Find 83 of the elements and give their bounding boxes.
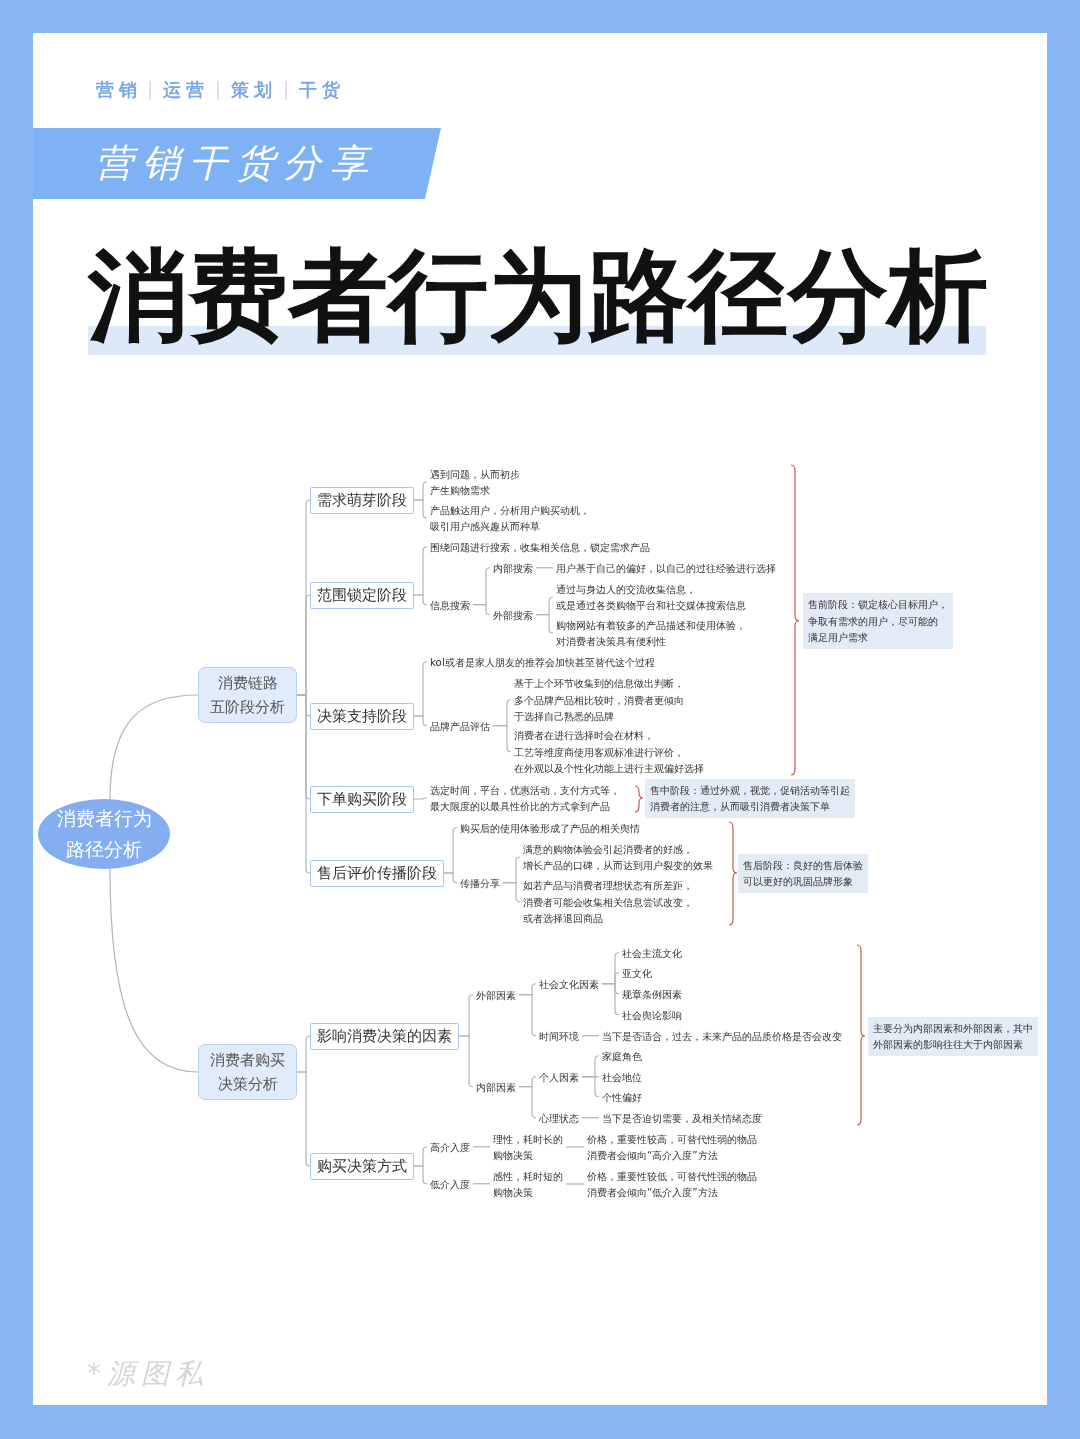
connector-line <box>535 567 554 569</box>
subtopic-text: 高介入度 <box>427 1138 473 1155</box>
subtopic-text: 时间环境 <box>536 1027 582 1044</box>
tag-text: 营销 <box>96 78 142 102</box>
connector-line <box>502 882 521 903</box>
subtopic-text: 满意的购物体验会引起消费者的好感，增长产品的口碑，从而达到用户裂变的效果 <box>520 840 716 874</box>
subtopic-text: 当下是否迫切需要，及相关情绪态度 <box>599 1109 765 1126</box>
banner: 营销干货分享 <box>33 128 441 199</box>
subtopic-text: 社会舆论影响 <box>619 1006 685 1023</box>
subtopic-text: 购物网站有着较多的产品描述和使用体验，对消费者决策具有便利性 <box>553 616 749 650</box>
subtopic-text: 价格，重要性较低，可替代性强的物品消费者会倾向“低介入度”方法 <box>584 1167 760 1201</box>
connector-line <box>472 1146 491 1148</box>
connector-line <box>472 604 491 616</box>
branch-topic: 消费链路五阶段分析 <box>198 667 297 723</box>
connector-line <box>296 1071 311 1167</box>
connector-line <box>109 694 199 801</box>
subtopic-text: 外部因素 <box>473 986 519 1003</box>
subtopic-box: 范围锁定阶段 <box>310 581 414 609</box>
tag-text: 干货 <box>299 78 345 102</box>
connector-line <box>581 1076 600 1098</box>
connector-line <box>581 1035 600 1037</box>
subtopic-text: 个性偏好 <box>599 1088 645 1105</box>
connector-line <box>492 725 512 753</box>
subtopic-text: 心理状态 <box>536 1109 582 1126</box>
subtopic-text: 感性，耗时短的购物决策 <box>490 1167 566 1201</box>
subtopic-box: 决策支持阶段 <box>310 702 414 730</box>
subtopic-text: 通过与身边人的交流收集信息，或是通过各类购物平台和社交媒体搜索信息 <box>553 580 749 614</box>
subtopic-text: 规章条例因素 <box>619 985 685 1002</box>
summary-note: 售前阶段：锁定核心目标用户，争取有需求的用户，尽可能的满足用户需求 <box>803 593 953 649</box>
subtopic-text: 围绕问题进行搜索，收集相关信息，锁定需求产品 <box>427 538 653 555</box>
subtopic-text: 内部因素 <box>473 1078 519 1095</box>
subtopic-text: 选定时间，平台，优惠活动，支付方式等，最大限度的以最具性价比的方式拿到产品 <box>427 781 623 815</box>
connector-line <box>518 994 537 1037</box>
subtopic-text: 用户基于自己的偏好，以自己的过往经验进行选择 <box>553 559 779 576</box>
subtopic-text: 传播分享 <box>457 874 503 891</box>
connector-line <box>413 499 428 519</box>
subtopic-text: 社会主流文化 <box>619 944 685 961</box>
subtopic-text: 如若产品与消费者理想状态有所差距，消费者可能会收集相关信息尝试改变，或者选择退回商品 <box>520 877 696 927</box>
subtopic-box: 售后评价传播阶段 <box>310 859 444 887</box>
summary-note: 售后阶段：良好的售后体验可以更好的巩固品牌形象 <box>738 853 868 893</box>
subtopic-box: 购买决策方式 <box>310 1152 414 1180</box>
subtopic-text: 社会地位 <box>599 1068 645 1085</box>
subtopic-text: 个人因素 <box>536 1068 582 1085</box>
connector-line <box>413 594 428 606</box>
subtopic-text: 价格，重要性较高，可替代性弱的物品消费者会倾向“高介入度”方法 <box>584 1130 760 1164</box>
connector-line <box>472 1183 491 1185</box>
connector-line <box>535 614 554 634</box>
connector-line <box>413 1165 428 1185</box>
subtopic-text: kol或者是家人朋友的推荐会加快甚至替代这个过程 <box>427 653 658 670</box>
connector-line <box>581 1117 600 1119</box>
connector-line <box>109 867 199 1073</box>
subtopic-box: 影响消费决策的因素 <box>310 1022 459 1050</box>
branch-topic: 消费者购买决策分析 <box>198 1044 297 1100</box>
subtopic-box: 下单购买阶段 <box>310 785 414 813</box>
connector-line <box>443 872 458 884</box>
tag-text: 策划 <box>231 78 277 102</box>
subtopic-text: 低介入度 <box>427 1175 473 1192</box>
subtopic-text: 遇到问题，从而初步产生购物需求 <box>427 465 523 499</box>
subtopic-text: 消费者在进行选择时会在材料，工艺等维度商使用客观标准进行评价，在外观以及个性化功能上进行主观偏好选择 <box>511 727 707 777</box>
subtopic-text: 当下是否适合，过去，未来产品的品质价格是否会改变 <box>599 1027 845 1044</box>
subtopic-text: 产品触达用户，分析用户购买动机，吸引用户感兴趣从而种草 <box>427 501 593 535</box>
subtopic-text: 社会文化因素 <box>536 975 602 992</box>
summary-note: 主要分为内部因素和外部因素，其中外部因素的影响往往大于内部因素 <box>868 1016 1038 1056</box>
connector-line <box>458 1035 474 1088</box>
connector-line <box>601 983 620 1016</box>
subtopic-text: 品牌产品评估 <box>427 717 493 734</box>
subtopic-text: 亚文化 <box>619 964 655 981</box>
subtopic-text: 理性，耗时长的购物决策 <box>490 1130 566 1164</box>
subtopic-text: 信息搜索 <box>427 596 473 613</box>
connector-line <box>296 694 311 874</box>
connector-line <box>518 1086 537 1119</box>
connector-line <box>565 1146 585 1148</box>
summary-note: 售中阶段：通过外观，视觉，促销活动等引起消费者的注意，从而吸引消费者决策下单 <box>645 778 855 818</box>
connector-line <box>413 797 428 800</box>
tag-text: 运营 <box>163 78 209 102</box>
subtopic-box: 需求萌芽阶段 <box>310 486 414 514</box>
connector-line <box>565 1183 585 1185</box>
subtopic-text: 家庭角色 <box>599 1047 645 1064</box>
subtopic-text: 内部搜索 <box>490 559 536 576</box>
subtopic-text: 购买后的使用体验形成了产品的相关舆情 <box>457 819 643 836</box>
subtopic-text: 基于上个环节收集到的信息做出判断，多个品牌产品相比较时，消费者更倾向于选择自己熟悉的品牌 <box>511 675 687 725</box>
subtopic-text: 外部搜索 <box>490 606 536 623</box>
connector-line <box>413 715 428 727</box>
